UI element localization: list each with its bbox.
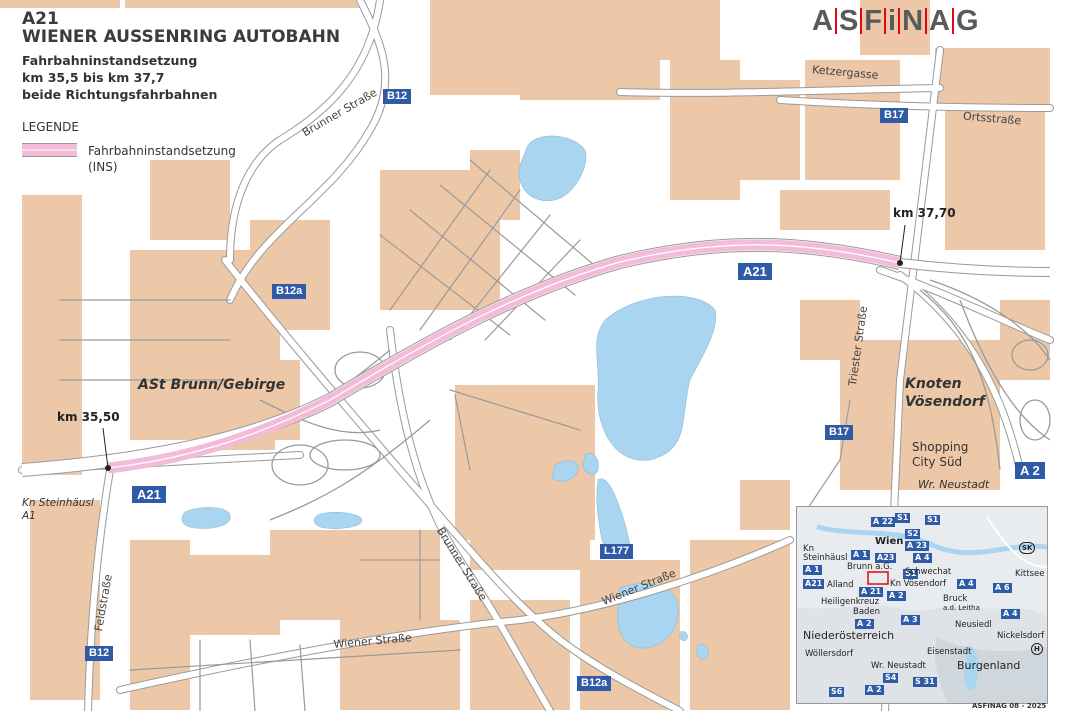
- road-shield-b17-south: B17: [825, 425, 854, 440]
- road-shield-b12: B12: [383, 89, 412, 104]
- km-markers: [102, 224, 906, 471]
- inset-shield-s31: S 31: [913, 677, 937, 687]
- road-shield-a21-west: A21: [132, 486, 166, 503]
- label-city-sued: City Süd: [912, 455, 963, 469]
- km-end-label: km 37,70: [893, 206, 956, 220]
- road-shield-b17: B17: [880, 108, 909, 123]
- inset-shield-a22: A 22: [871, 517, 896, 527]
- label-wr-neustadt: Wr. Neustadt: [918, 478, 990, 491]
- road-shield-l177: L177: [600, 544, 634, 559]
- label-shopping: Shopping: [912, 440, 969, 454]
- inset-shield-a3: A 3: [901, 615, 920, 625]
- project-scope: beide Richtungsfahrbahnen: [22, 87, 218, 102]
- inset-label-kn-voesendorf: Kn Vösendorf: [890, 579, 947, 589]
- road-shield-a21-east: A21: [738, 263, 772, 280]
- inset-shield-a1-west: A 1: [803, 565, 822, 575]
- inset-shield-s1-b: S1: [925, 515, 941, 525]
- label-voesendorf: Vösendorf: [905, 394, 985, 410]
- label-ast-brunn: ASt Brunn/Gebirge: [138, 377, 286, 393]
- legend-title: LEGENDE: [22, 120, 79, 134]
- inset-label-leitha: a.d. Leitha: [943, 604, 980, 612]
- asfinag-logo: A S F i N A G: [812, 5, 979, 37]
- inset-label-burgenland: Burgenland: [957, 659, 1021, 672]
- label-knoten: Knoten: [905, 376, 962, 392]
- inset-label-kittsee: Kittsee: [1015, 569, 1045, 579]
- inset-shield-s1: S1: [895, 513, 911, 523]
- inset-shield-a4: A 4: [913, 553, 932, 563]
- road-shield-b12a: B12a: [272, 284, 307, 299]
- inset-shield-a2-b: A 2: [855, 619, 874, 629]
- inset-label-kn: Kn: [803, 544, 814, 554]
- a21-motorway: [21, 237, 1051, 477]
- inset-shield-a6: A 6: [993, 583, 1012, 593]
- inset-shield-a4-b: A 4: [957, 579, 976, 589]
- inset-label-niederoesterreich: Niederösterreich: [803, 629, 895, 642]
- inset-border-crossing-h: H: [1031, 643, 1043, 655]
- project-range: km 35,5 bis km 37,7: [22, 70, 165, 85]
- inset-label-bruck: Bruck: [943, 594, 968, 604]
- inset-shield-s1-c: S1: [903, 569, 919, 579]
- inset-shield-a23: A 23: [905, 541, 930, 551]
- route-name: WIENER AUSSENRING AUTOBAHN: [22, 27, 341, 47]
- inset-shield-a1: A 1: [851, 550, 870, 560]
- legend-item-abbrev: (INS): [88, 160, 118, 174]
- label-kn-steinhaeusl: Kn Steinhäusl: [22, 497, 94, 509]
- inset-label-brunn: Brunn a.G.: [847, 562, 893, 572]
- inset-label-nickelsdorf: Nickelsdorf: [997, 631, 1045, 641]
- inset-shield-s2: S2: [905, 529, 921, 539]
- inset-shield-s6: S6: [829, 687, 845, 697]
- road-shield-b12a-south: B12a: [577, 676, 612, 691]
- route-number: A21: [22, 9, 59, 29]
- inset-shield-a4-c: A 4: [1001, 609, 1020, 619]
- road-shield-b12-south: B12: [85, 646, 114, 661]
- inset-label-woellersdorf: Wöllersdorf: [805, 649, 854, 659]
- inset-label-heiligenkreuz: Heiligenkreuz: [821, 597, 880, 607]
- inset-border-crossing-sk: SK: [1019, 542, 1036, 554]
- inset-label-steinhaeusl: Steinhäusl: [803, 553, 848, 563]
- label-kn-steinhaeusl-a1: A1: [22, 510, 36, 522]
- legend-item-label: Fahrbahninstandsetzung: [88, 144, 236, 158]
- legend-swatch: [22, 143, 77, 157]
- inset-label-baden: Baden: [853, 607, 881, 617]
- inset-label-alland: Alland: [827, 580, 854, 590]
- inset-shield-a23-b: A23: [875, 553, 897, 563]
- road-shield-a2: A 2: [1015, 462, 1045, 479]
- km-start-label: km 35,50: [57, 410, 120, 424]
- inset-shield-s4: S4: [883, 673, 899, 683]
- inset-shield-a21: A21: [803, 579, 825, 589]
- inset-label-wr-neustadt: Wr. Neustadt: [871, 661, 926, 671]
- inset-label-eisenstadt: Eisenstadt: [927, 647, 972, 657]
- overview-inset-map: A 22 S1 S1 S2 A 23 A 1 A23 A 4 A 1 A21 S…: [796, 506, 1048, 704]
- project-title: Fahrbahninstandsetzung: [22, 53, 198, 68]
- inset-shield-a2: A 2: [887, 591, 906, 601]
- inset-label-wien: Wien: [875, 536, 904, 547]
- inset-label-neusiedl: Neusiedl: [955, 620, 992, 630]
- inset-shield-a2-c: A 2: [865, 685, 884, 695]
- inset-shield-a21-b: A 21: [859, 587, 884, 597]
- copyright-note: ASFINAG 08 - 2025: [972, 702, 1047, 710]
- inset-label-schwechat: Schwechat: [905, 567, 952, 577]
